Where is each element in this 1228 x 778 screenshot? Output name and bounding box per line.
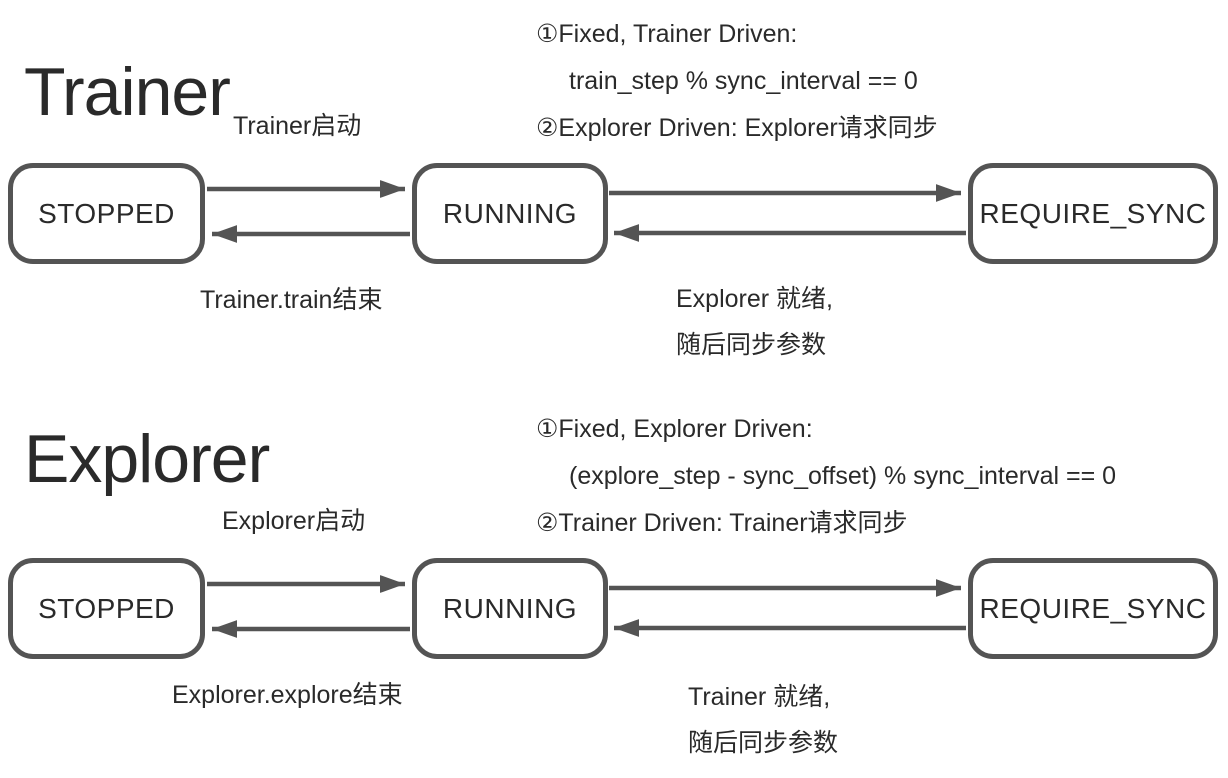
trainer-ready-transition-label-line2: 随后同步参数 (676, 331, 827, 359)
trainer-sync-rule-line3: ②Explorer Driven: Explorer请求同步 (536, 114, 938, 142)
trainer-state-running: RUNNING (412, 163, 608, 264)
explorer-ready-transition-label-line1: Trainer 就绪, (688, 683, 831, 711)
trainer-sync-rule-line2: train_step % sync_interval == 0 (569, 67, 918, 95)
diagram-title-trainer: Trainer (24, 54, 231, 130)
trainer-state-machine: Trainer ①Fixed, Trainer Driven: train_st… (8, 20, 1218, 359)
explorer-state-require-sync: REQUIRE_SYNC (968, 558, 1218, 659)
explorer-stop-transition-label: Explorer.explore结束 (172, 681, 403, 709)
trainer-state-stopped: STOPPED (8, 163, 205, 264)
explorer-ready-transition-label-line2: 随后同步参数 (688, 729, 839, 757)
trainer-start-transition-label: Trainer启动 (233, 112, 362, 140)
explorer-state-machine: Explorer ①Fixed, Explorer Driven: (explo… (0, 395, 1228, 778)
explorer-state-stopped: STOPPED (8, 558, 205, 659)
diagram-title-explorer: Explorer (24, 421, 270, 497)
explorer-sync-rule-line2: (explore_step - sync_offset) % sync_inte… (569, 462, 1117, 490)
trainer-stop-transition-label: Trainer.train结束 (200, 286, 383, 314)
explorer-sync-rule-line1: ①Fixed, Explorer Driven: (536, 415, 813, 443)
explorer-start-transition-label: Explorer启动 (222, 507, 366, 535)
explorer-state-running: RUNNING (412, 558, 608, 659)
trainer-ready-transition-label-line1: Explorer 就绪, (676, 285, 833, 313)
trainer-sync-rule-line1: ①Fixed, Trainer Driven: (536, 20, 798, 48)
trainer-state-require-sync: REQUIRE_SYNC (968, 163, 1218, 264)
explorer-sync-rule-line3: ②Trainer Driven: Trainer请求同步 (536, 509, 908, 537)
